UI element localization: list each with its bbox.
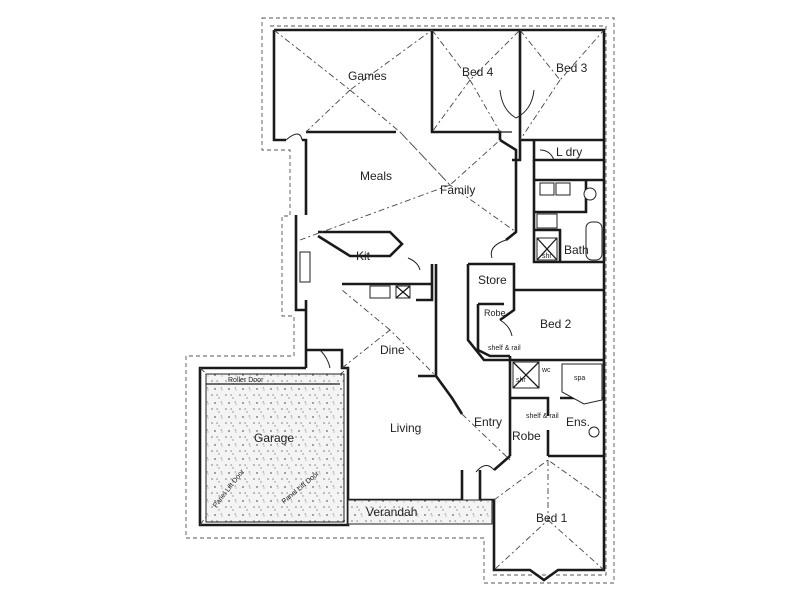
eaves-outline	[185, 17, 615, 584]
label-store: Store	[478, 273, 507, 287]
toilet-fixture	[583, 187, 597, 201]
label-living: Living	[390, 421, 421, 435]
kitchen-sink	[299, 251, 311, 283]
label-entry: Entry	[474, 415, 502, 429]
label-garage: Garage	[254, 431, 294, 445]
note-shr-ens: shr	[516, 377, 526, 384]
label-robe-ensuite: Robe	[512, 429, 541, 443]
door-swing-games	[285, 133, 303, 141]
garage-floor	[205, 373, 345, 523]
label-bed3: Bed 3	[556, 61, 588, 75]
spa-bath	[561, 363, 603, 405]
stove	[369, 285, 391, 299]
label-meals: Meals	[360, 169, 392, 183]
note-shr-bath: shr	[542, 253, 552, 260]
label-games: Games	[348, 69, 387, 83]
label-laundry: L dry	[556, 145, 582, 159]
laundry-tub	[539, 182, 555, 196]
bath-tub	[585, 221, 603, 261]
note-roller-door: Roller Door	[228, 377, 264, 384]
note-shelf-rail-2: shelf & rail	[526, 413, 559, 420]
label-robe-top: Robe	[484, 308, 506, 318]
note-shelf-rail-1: shelf & rail	[488, 345, 521, 352]
label-bed1: Bed 1	[536, 511, 568, 525]
note-wc: wc	[541, 367, 551, 374]
label-ens: Ens.	[566, 415, 590, 429]
label-verandah: Verandah	[366, 505, 417, 519]
label-family: Family	[440, 183, 475, 197]
verandah-slab	[347, 499, 493, 525]
label-bath: Bath	[564, 243, 589, 257]
label-bed2: Bed 2	[540, 317, 572, 331]
label-kit: Kit	[356, 249, 371, 263]
label-dine: Dine	[380, 343, 405, 357]
label-bed4: Bed 4	[462, 65, 494, 79]
note-spa: spa	[574, 375, 585, 382]
